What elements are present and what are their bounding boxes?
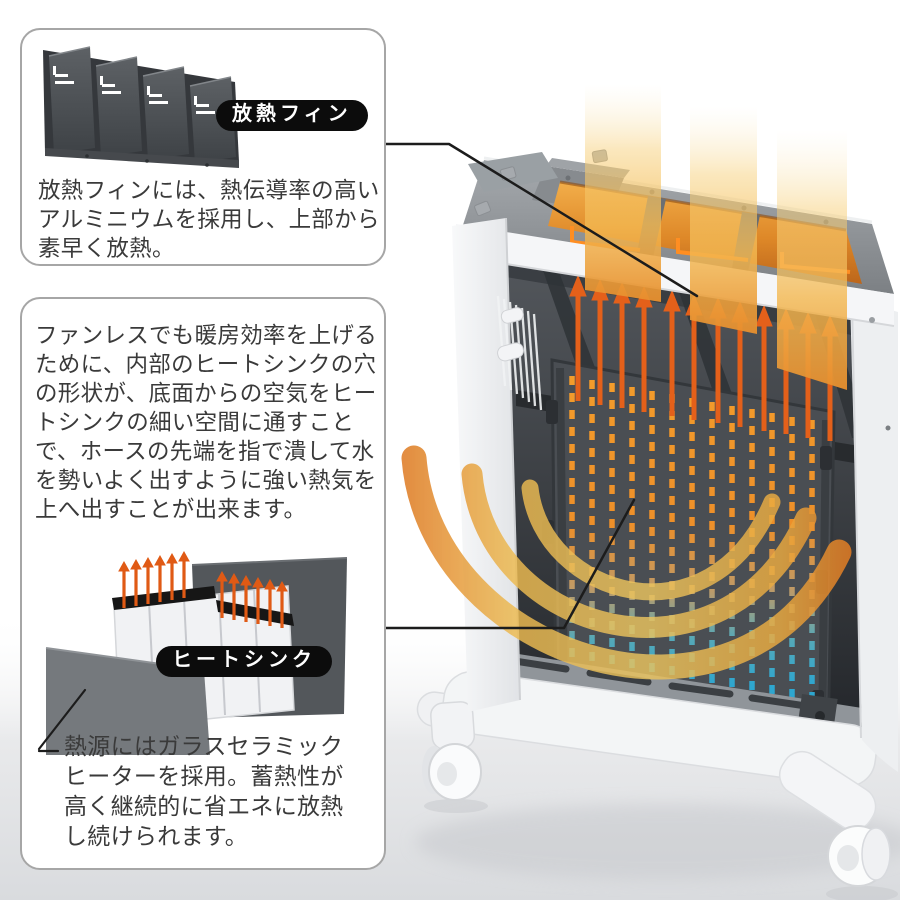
callout-line-heatsink — [384, 498, 636, 630]
fin-image — [43, 46, 239, 168]
frame-right — [850, 298, 898, 772]
heater-shadow — [415, 804, 900, 880]
heat-wave-arcs — [401, 445, 852, 680]
leader-line — [37, 688, 87, 753]
heat-beam-3 — [777, 130, 847, 390]
heat-beam-2 — [690, 106, 757, 334]
caster-wheel-left — [422, 701, 488, 813]
radiator-fins — [49, 47, 236, 163]
heater-illustration — [401, 84, 898, 900]
heat-wave-arc-middle — [461, 463, 817, 638]
fin-description: 放熱フィンには、熱伝導率の高いアルミニウムを採用し、上部から素早く放熱。 — [38, 178, 380, 261]
heatsink-label-pill: ヒートシンク — [156, 646, 332, 677]
base-rail — [442, 670, 877, 788]
fin-top-edges — [48, 46, 232, 87]
fin-label-pill: 放熱フィン — [216, 100, 368, 131]
heat-beams — [585, 84, 847, 390]
latch-clips — [497, 307, 524, 362]
heat-wave-arc-inner — [521, 479, 781, 601]
heatsink-description-bottom: 熱源にはガラスセラミックヒーターを採用。蓄熱性が高く継続的に省エネに放熱し続けら… — [64, 733, 344, 849]
heatsink-description-top: ファンレスでも暖房効率を上げるために、内部のヒートシンクの穴の形状が、底面からの… — [35, 323, 378, 522]
heat-wave-arc-outer — [401, 445, 852, 680]
callout-box-heatsink: ファンレスでも暖房効率を上げるために、内部のヒートシンクの穴の形状が、底面からの… — [20, 297, 386, 870]
heat-beam-1 — [585, 84, 661, 302]
callout-line-fin — [384, 142, 699, 298]
fin-vent-marks — [53, 66, 215, 114]
callout-box-fin: 放熱フィン 放熱フィンには、熱伝導率の高いアルミニウムを採用し、上部から素早く放… — [20, 28, 386, 266]
caster-wheel-right — [778, 750, 898, 900]
